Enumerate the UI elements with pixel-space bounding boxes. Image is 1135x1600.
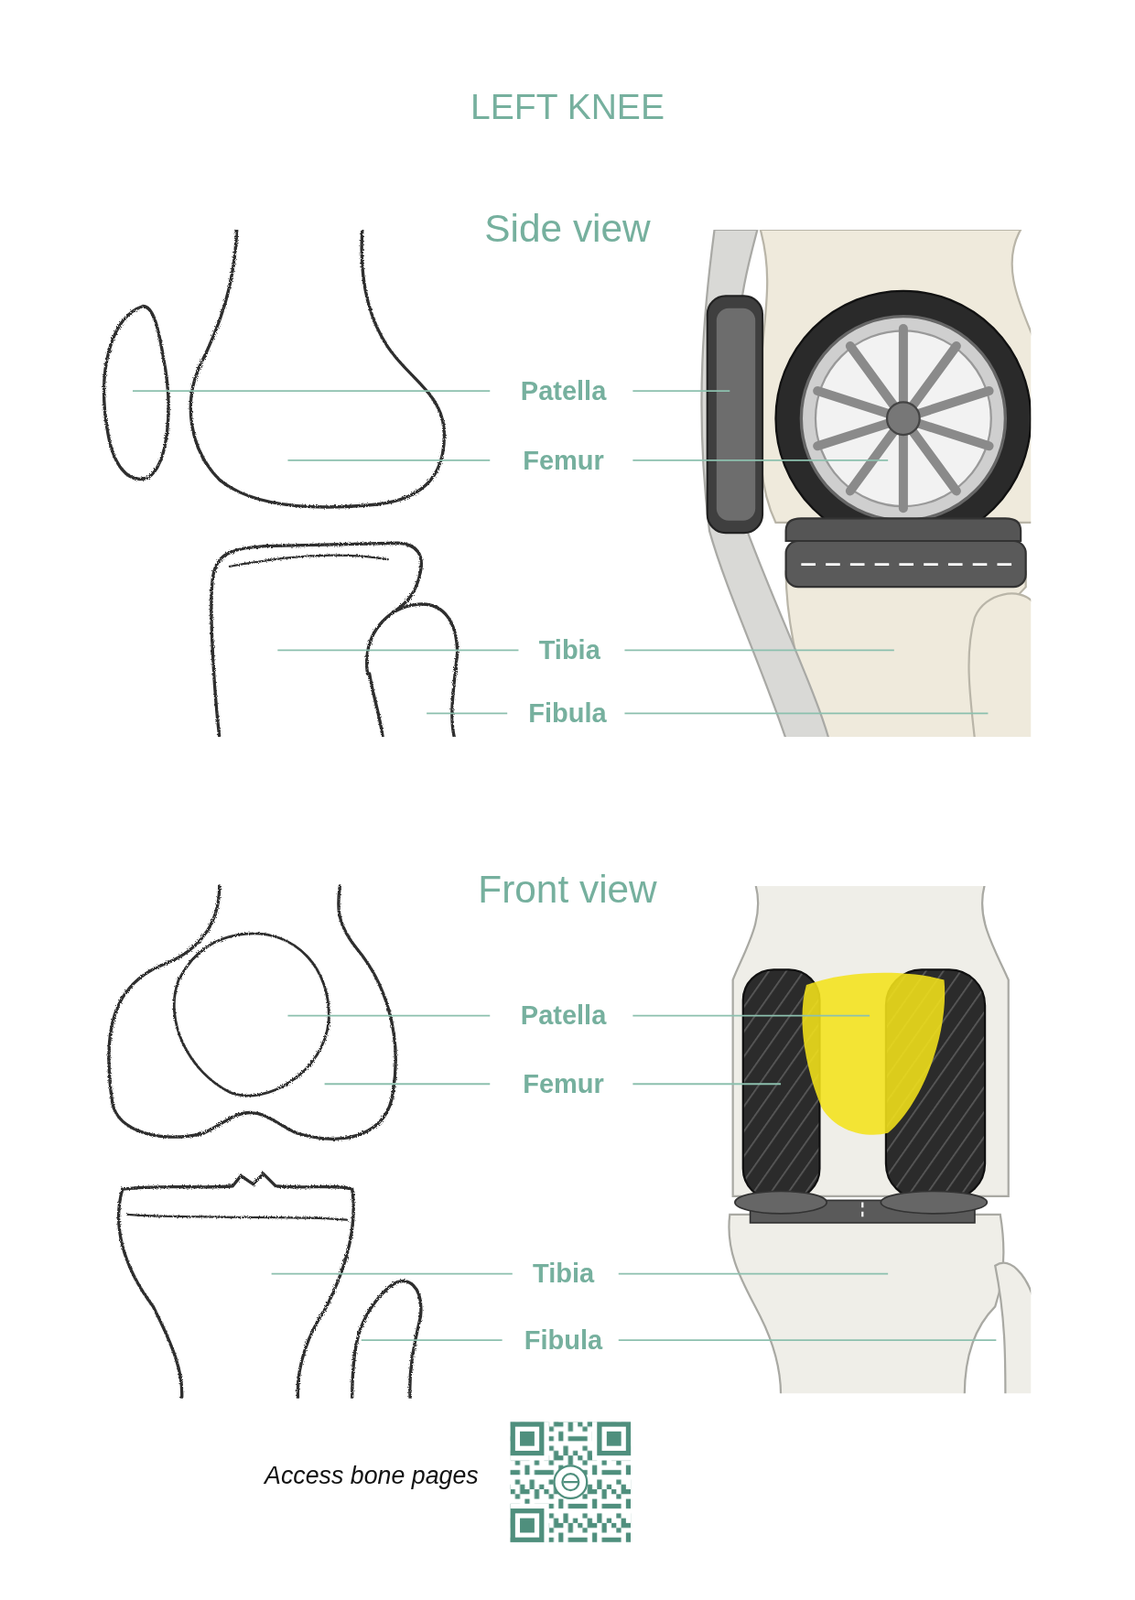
qr-finder (512, 1511, 542, 1541)
meniscus-medial (735, 1190, 827, 1214)
part-label: Patella (520, 1001, 606, 1031)
leader-line (132, 389, 490, 392)
wheel-tire (775, 291, 1031, 547)
patella-pad (716, 308, 756, 521)
tibia-sketch-edge (118, 1189, 183, 1399)
side-sketch (104, 229, 458, 737)
leader-line (632, 1015, 870, 1017)
leader-line (287, 1015, 490, 1017)
road-marking (861, 1202, 864, 1222)
spoke (850, 345, 957, 491)
qr-code (510, 1421, 632, 1543)
leader-line (632, 1082, 781, 1085)
qr-finder (599, 1424, 629, 1454)
wheel-hub (886, 401, 920, 435)
spoke (817, 390, 989, 446)
part-label: Fibula (524, 1325, 603, 1355)
qr-quiet (510, 1421, 550, 1460)
leader-line (618, 1273, 888, 1276)
wheel-spokes (817, 328, 989, 509)
femur-sketch (190, 229, 444, 508)
qr-finder (512, 1424, 542, 1454)
leader-line (287, 459, 490, 462)
tibia-plateau-road (786, 540, 1027, 587)
part-label: Patella (520, 376, 606, 406)
qr-modules (510, 1421, 632, 1543)
leader-line (426, 713, 508, 715)
meniscus (786, 518, 1021, 541)
qr-logo (554, 1465, 588, 1499)
qr-quiet (510, 1503, 550, 1543)
qr-logo-ring (562, 1473, 579, 1491)
leader-line (361, 1339, 503, 1341)
fibula-sketch-edge (369, 673, 383, 737)
front-illustration (728, 886, 1031, 1394)
part-label: Tibia (539, 635, 601, 665)
tibia-illustration (728, 1214, 1004, 1394)
leader-line (277, 648, 519, 651)
leader-line (632, 459, 888, 462)
patella-illustration (707, 295, 763, 533)
qr-finder-eye (519, 1518, 535, 1534)
qr-logo-bar (563, 1480, 579, 1483)
view-heading: Side view (484, 208, 650, 252)
part-label: Femur (522, 1069, 605, 1099)
qr-finder-eye (606, 1431, 622, 1447)
qr-finder-eye (519, 1431, 535, 1447)
meniscus-lateral (880, 1190, 987, 1214)
qr-caption: Access bone pages (264, 1462, 479, 1490)
leader-lines (132, 390, 996, 1341)
patella-sketch (104, 306, 169, 480)
front-sketch (108, 886, 422, 1399)
view-heading: Front view (477, 868, 657, 912)
wheel-rim (800, 316, 1006, 521)
spoke (817, 390, 989, 446)
spoke (850, 345, 957, 491)
leader-line (632, 389, 730, 392)
tibia-sketch (122, 1173, 354, 1398)
tibia-sketch (211, 542, 422, 737)
fibula-sketch (367, 604, 458, 737)
patella-sketch (173, 933, 329, 1096)
leader-line (624, 648, 894, 651)
patella-highlight (801, 972, 945, 1135)
tibia-plateau-sketch (229, 555, 389, 567)
part-label: Tibia (532, 1259, 595, 1289)
page-title: LEFT KNEE (470, 87, 665, 128)
femur-sketch (108, 886, 396, 1139)
part-label: Femur (522, 445, 605, 476)
leader-line (624, 713, 988, 715)
road-marking (800, 562, 1016, 566)
fibula-illustration (968, 594, 1031, 738)
qr-quiet (592, 1421, 631, 1460)
leader-line (618, 1339, 997, 1341)
leader-line (324, 1082, 491, 1085)
leader-line (271, 1273, 513, 1276)
side-illustration (701, 229, 1031, 737)
part-label: Fibula (528, 699, 606, 729)
tibia-plateau-sketch (127, 1214, 347, 1221)
fibula-illustration (994, 1263, 1031, 1394)
